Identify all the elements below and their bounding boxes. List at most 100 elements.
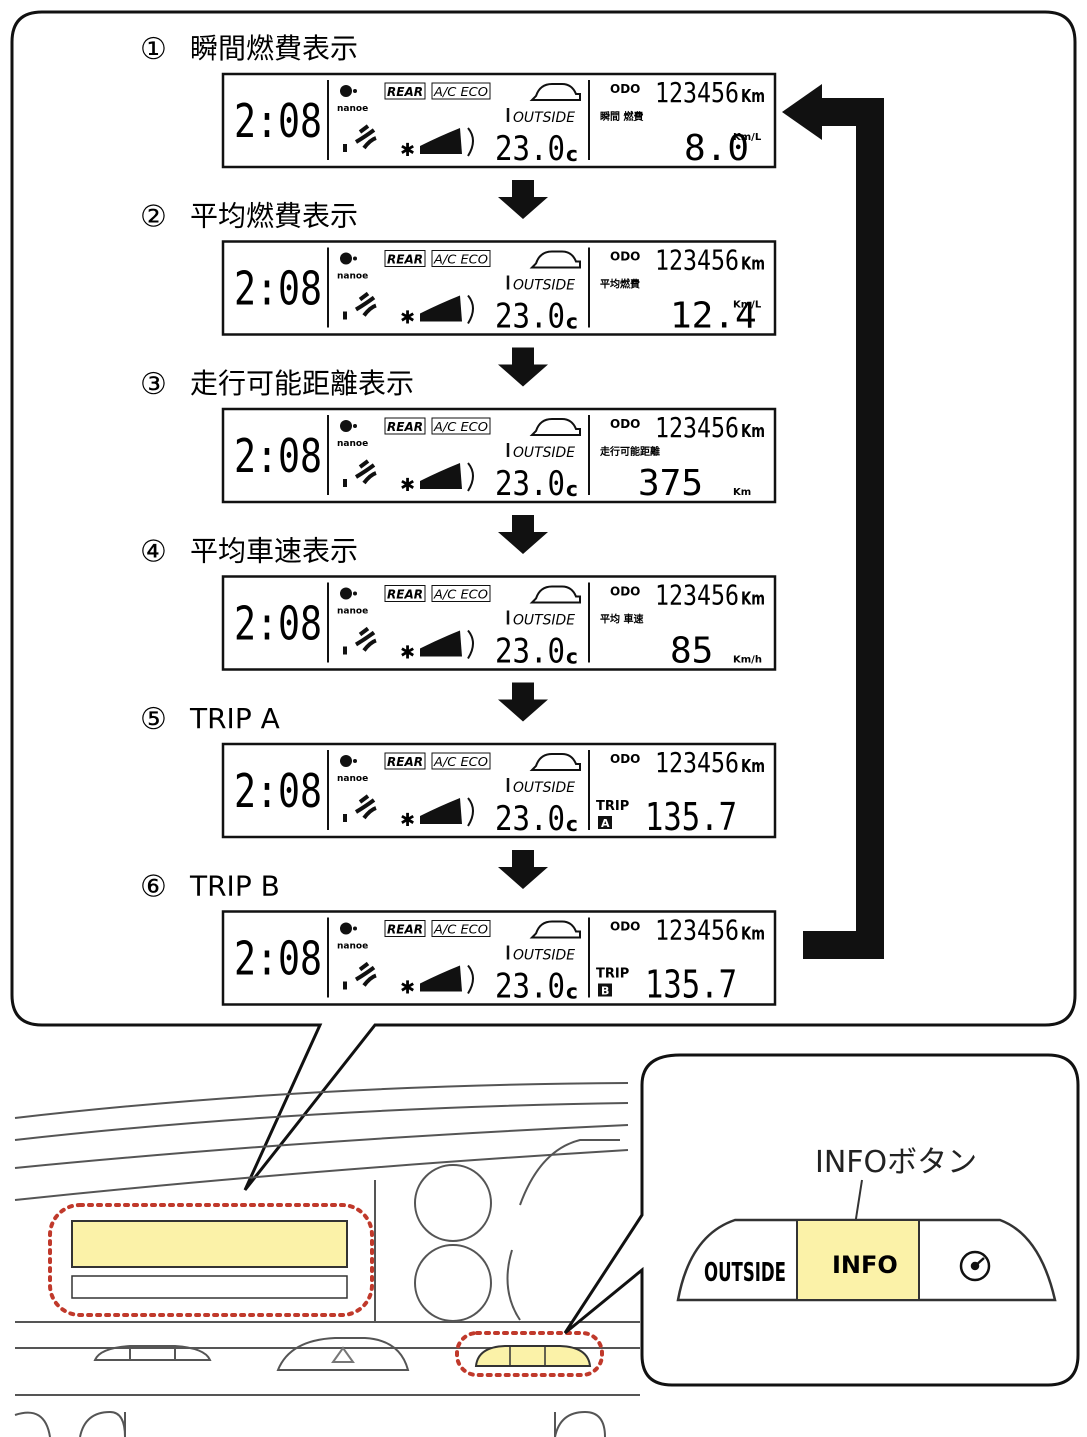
dash-button-strip[interactable] bbox=[474, 1345, 592, 1367]
ac-eco-indicator: A/C ECO bbox=[433, 588, 488, 602]
mode-title: 平均燃費表示 bbox=[190, 200, 358, 233]
outside-label: OUTSIDE bbox=[513, 780, 575, 796]
outside-temperature: 23.0 bbox=[495, 129, 565, 169]
lcd-frame bbox=[221, 742, 777, 839]
info-unit: Km bbox=[733, 487, 751, 498]
mode-number: ① bbox=[140, 32, 167, 67]
fan-level-bars bbox=[420, 295, 462, 322]
mode-number: ⑥ bbox=[140, 870, 167, 905]
next-arrow bbox=[498, 180, 548, 219]
clock-readout: 2:08 bbox=[234, 94, 322, 148]
info-value: 8.0 bbox=[684, 128, 749, 169]
info-unit: Km/L bbox=[733, 132, 762, 143]
nanoe-label: nanoe bbox=[337, 104, 368, 114]
lcd-frame bbox=[221, 407, 777, 504]
fan-icon: ✱ bbox=[400, 475, 415, 496]
airflow-icon bbox=[343, 794, 377, 822]
odo-value: 123456 bbox=[655, 914, 739, 947]
airflow-icon bbox=[343, 291, 377, 320]
mode-title: TRIP B bbox=[189, 870, 280, 903]
clock-readout: 2:08 bbox=[234, 764, 322, 818]
nanoe-label: nanoe bbox=[337, 942, 368, 952]
trip-value: 135.7 bbox=[645, 795, 737, 839]
outside-label: OUTSIDE bbox=[513, 948, 575, 964]
odo-unit: Km bbox=[741, 589, 765, 610]
trip-label: TRIP bbox=[596, 799, 629, 814]
lcd-frame bbox=[221, 72, 777, 169]
clock-readout: 2:08 bbox=[234, 597, 322, 651]
fan-icon: ✱ bbox=[400, 308, 415, 329]
outside-temperature: 23.0 bbox=[495, 464, 565, 504]
outside-temperature: 23.0 bbox=[495, 297, 565, 337]
rear-indicator: REAR bbox=[387, 85, 423, 99]
odo-unit: Km bbox=[741, 421, 765, 442]
odo-unit: Km bbox=[741, 756, 765, 777]
odo-value: 123456 bbox=[655, 411, 739, 444]
dash-button-dotted-outline bbox=[455, 1331, 604, 1377]
mode-title: 瞬間燃費表示 bbox=[190, 32, 358, 65]
next-arrow bbox=[498, 515, 548, 554]
fan-level-bars bbox=[420, 965, 462, 992]
airflow-icon bbox=[343, 626, 377, 655]
outside-temperature: 23.0 bbox=[495, 799, 565, 839]
nanoe-icon bbox=[340, 587, 352, 600]
nanoe-icon bbox=[340, 85, 352, 97]
odo-label: ODO bbox=[610, 250, 640, 264]
car-icon bbox=[529, 585, 581, 604]
odo-value: 123456 bbox=[655, 579, 739, 612]
nanoe-icon bbox=[340, 755, 352, 767]
car-icon bbox=[529, 418, 581, 436]
trip-label: TRIP bbox=[596, 967, 629, 982]
nanoe-label: nanoe bbox=[337, 439, 368, 449]
rear-indicator: REAR bbox=[387, 420, 423, 434]
speedometer-icon[interactable] bbox=[959, 1250, 991, 1282]
nanoe-icon bbox=[340, 922, 352, 935]
dash-lcd-highlight bbox=[71, 1220, 348, 1268]
odo-value: 123456 bbox=[655, 244, 739, 277]
info-label: 走行可能距離 bbox=[599, 445, 660, 458]
airflow-icon bbox=[343, 124, 377, 152]
ac-eco-indicator: A/C ECO bbox=[433, 755, 488, 769]
next-arrow bbox=[498, 682, 548, 722]
outside-label: OUTSIDE bbox=[513, 110, 575, 126]
outside-label: OUTSIDE bbox=[513, 613, 575, 629]
car-icon bbox=[529, 83, 581, 101]
rear-indicator: REAR bbox=[387, 253, 423, 267]
fan-level-bars bbox=[420, 798, 462, 824]
odo-label: ODO bbox=[610, 585, 640, 599]
lcd-frame bbox=[221, 240, 777, 336]
temp-unit: c bbox=[566, 812, 578, 836]
ac-eco-indicator: A/C ECO bbox=[433, 923, 488, 937]
mode-title: 平均車速表示 bbox=[190, 535, 358, 568]
loop-arrow bbox=[782, 84, 884, 959]
info-unit: Km/L bbox=[733, 300, 762, 311]
temp-unit: c bbox=[566, 645, 578, 669]
odo-label: ODO bbox=[610, 417, 640, 431]
clock-readout: 2:08 bbox=[234, 932, 322, 986]
trip-value: 135.7 bbox=[645, 963, 737, 1007]
outside-button-label[interactable]: OUTSIDE bbox=[704, 1258, 786, 1288]
info-value: 85 bbox=[670, 631, 713, 672]
mode-title: TRIP A bbox=[189, 702, 280, 735]
dash-lcd-dotted-outline bbox=[48, 1203, 374, 1317]
button-cluster: OUTSIDE INFO bbox=[676, 1218, 1057, 1302]
mode-title: 走行可能距離表示 bbox=[190, 367, 414, 400]
mode-number: ④ bbox=[140, 535, 167, 570]
info-button[interactable] bbox=[796, 1219, 920, 1301]
nanoe-icon bbox=[340, 252, 352, 265]
lcd-frame bbox=[221, 575, 777, 671]
odo-label: ODO bbox=[610, 920, 640, 934]
odo-unit: Km bbox=[741, 924, 765, 945]
info-button-label[interactable]: INFO bbox=[832, 1251, 898, 1279]
fan-level-bars bbox=[420, 463, 462, 489]
nanoe-icon bbox=[340, 420, 352, 432]
